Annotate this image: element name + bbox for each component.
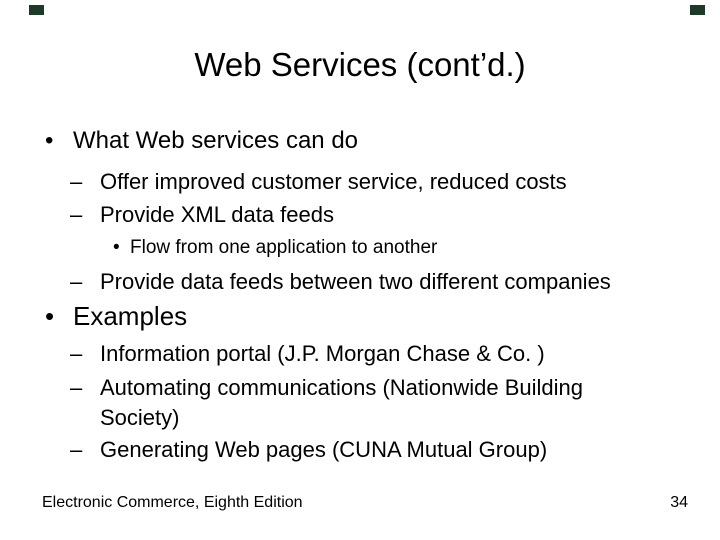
subsubbullet-text: Flow from one application to another	[130, 237, 438, 258]
bullet-examples: • Examples	[45, 300, 187, 332]
footer-book-title: Electronic Commerce, Eighth Edition	[42, 494, 303, 511]
bullet-icon: •	[113, 237, 120, 258]
subbullet-text-line2: Society)	[100, 405, 180, 430]
subbullet-text-line1: Automating communications (Nationwide Bu…	[100, 375, 584, 400]
dash-icon: –	[70, 269, 83, 294]
subsubbullet-flow: • Flow from one application to another	[113, 236, 437, 260]
dash-icon: –	[70, 437, 83, 462]
bullet-what-web-services: • What Web services can do	[45, 126, 358, 156]
bullet-text: What Web services can do	[73, 127, 359, 154]
subbullet-generating-web-pages: – Generating Web pages (CUNA Mutual Grou…	[70, 435, 547, 465]
subbullet-provide-xml: – Provide XML data feeds	[70, 200, 334, 230]
dash-icon: –	[70, 202, 83, 227]
subbullet-text: Offer improved customer service, reduced…	[100, 169, 567, 194]
dash-icon: –	[70, 375, 83, 400]
subbullet-automating-communications: – Automating communications (Nationwide …	[70, 373, 583, 433]
corner-mark-left-icon	[29, 5, 44, 15]
bullet-text: Examples	[73, 301, 188, 331]
dash-icon: –	[70, 341, 83, 366]
bullet-icon: •	[45, 127, 54, 154]
subbullet-text: Automating communications (Nationwide Bu…	[100, 373, 583, 433]
subbullet-text: Provide data feeds between two different…	[100, 269, 611, 294]
bullet-icon: •	[45, 301, 55, 331]
subbullet-text: Generating Web pages (CUNA Mutual Group)	[100, 437, 548, 462]
footer-page-number: 34	[670, 494, 688, 511]
corner-mark-right-icon	[690, 5, 705, 15]
subbullet-offer-improved: – Offer improved customer service, reduc…	[70, 167, 567, 197]
subbullet-provide-data-feeds: – Provide data feeds between two differe…	[70, 267, 611, 297]
subbullet-text: Provide XML data feeds	[100, 202, 334, 227]
dash-icon: –	[70, 169, 83, 194]
slide-title: Web Services (cont’d.)	[194, 46, 526, 83]
subbullet-information-portal: – Information portal (J.P. Morgan Chase …	[70, 339, 545, 369]
subbullet-text: Information portal (J.P. Morgan Chase & …	[100, 341, 545, 366]
